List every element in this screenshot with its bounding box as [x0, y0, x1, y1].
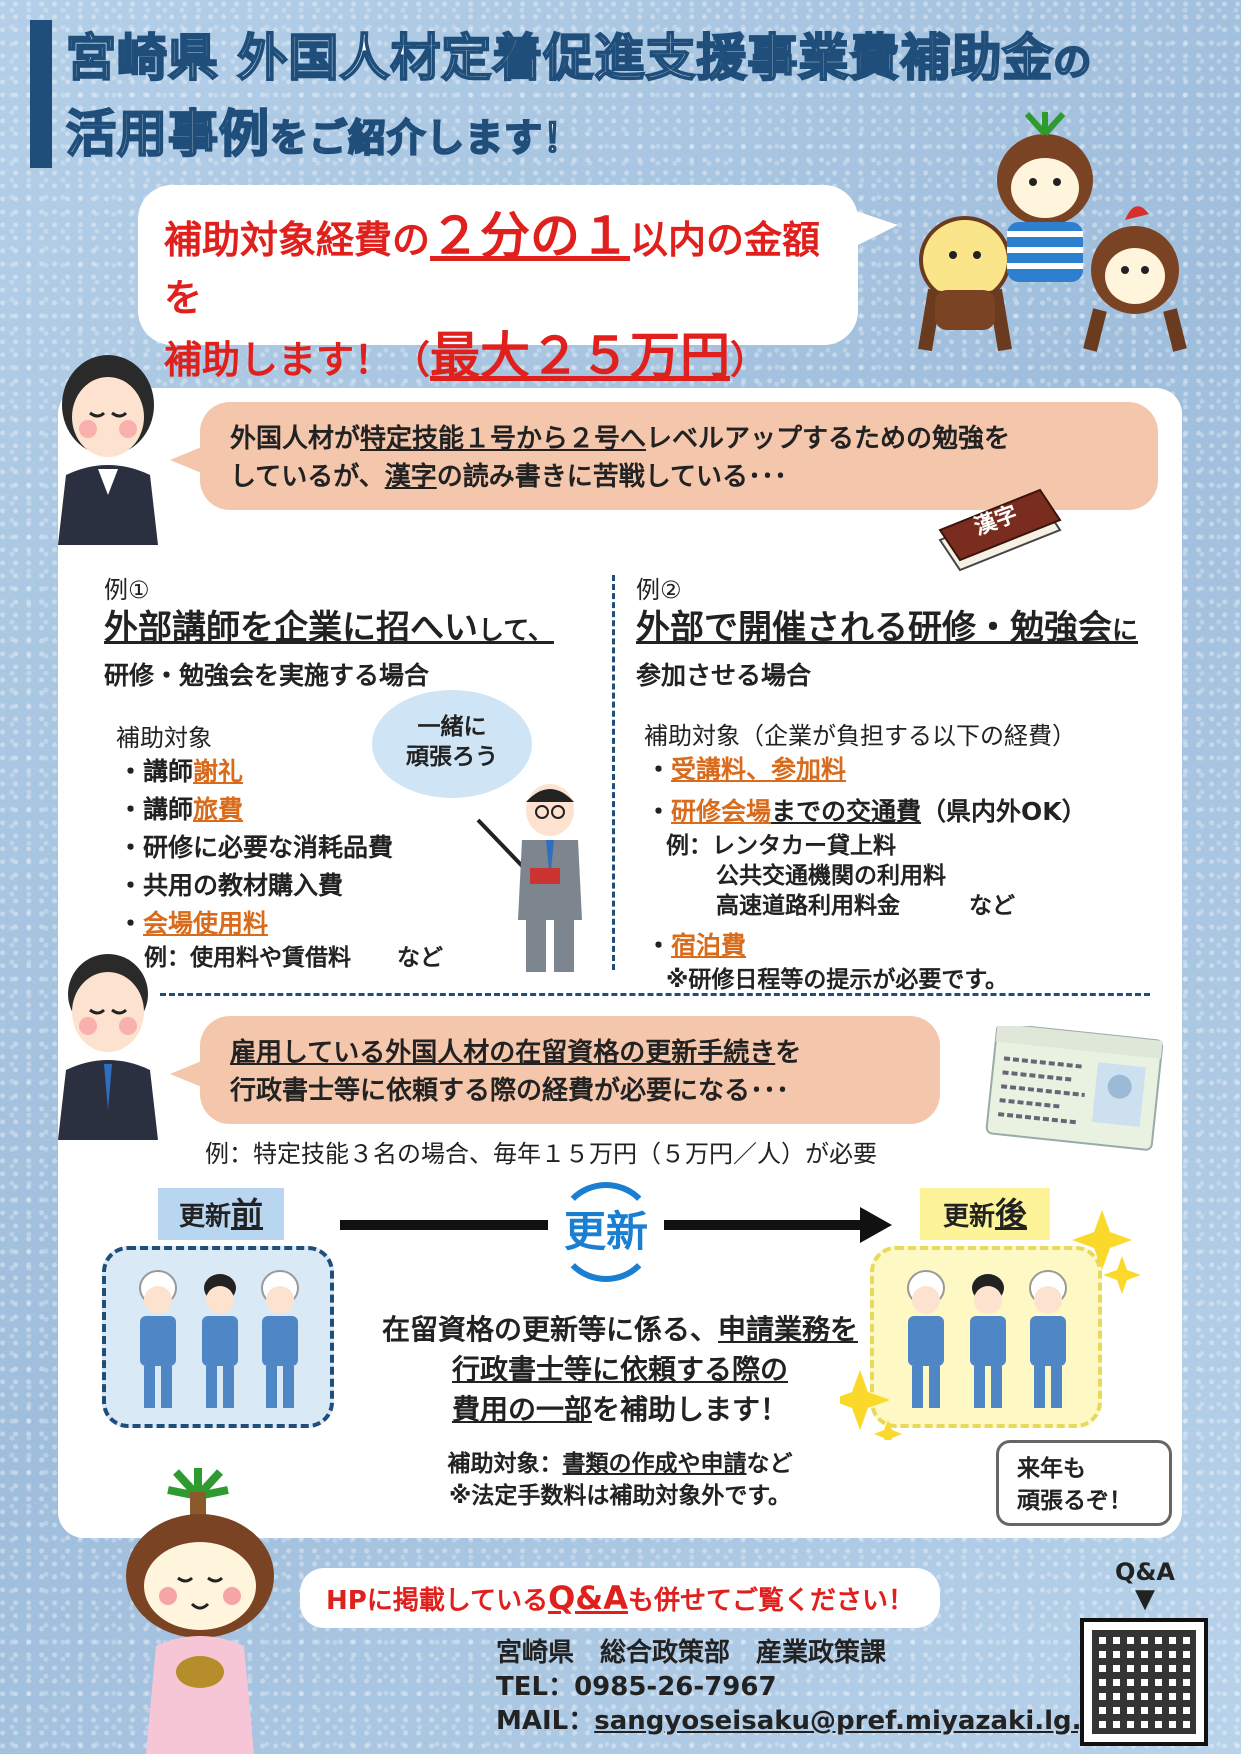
- example1-label: 例①: [104, 576, 150, 604]
- example-divider: [612, 575, 615, 970]
- list-item: ・共用の教材購入費: [118, 871, 344, 900]
- list-item: ・講師謝礼: [118, 757, 244, 786]
- list-item-note: ※研修日程等の提示が必要です。: [666, 967, 1009, 993]
- example2-subheading: 参加させる場合: [636, 661, 812, 690]
- mascot-left-icon: [918, 216, 1012, 352]
- example2-target-label: 補助対象（企業が負担する以下の経費）: [644, 722, 1076, 750]
- list-item-note: 高速道路利用料金 など: [716, 893, 1015, 919]
- list-item: ・受講料、参加料: [646, 755, 847, 784]
- example1-target-label: 補助対象: [116, 724, 212, 752]
- next-year-speech-bubble: 来年も 頑張るぞ！: [996, 1440, 1172, 1526]
- mail-line: MAIL：sangyoseisaku@pref.miyazaki.lg.jp: [496, 1706, 1110, 1736]
- renewal-description: 在留資格の更新等に係る、申請業務を 行政書士等に依頼する際の 費用の一部を補助し…: [381, 1313, 859, 1426]
- sparkle-icon: [840, 1210, 1140, 1440]
- worker-icon: [970, 1274, 1006, 1408]
- worker-icon: [139, 1270, 177, 1408]
- mascot-right-icon: [1083, 206, 1187, 352]
- mascot-center-icon: [997, 111, 1093, 282]
- department-name: 宮崎県 総合政策部 産業政策課: [496, 1638, 887, 1668]
- teacher-speech-bubble: 一緒に 頑張ろう: [372, 690, 532, 798]
- worker-icon: [202, 1274, 238, 1408]
- example2-items: ・受講料、参加料 ・研修会場までの交通費（県内外OK） 例：レンタカー貸上料 公…: [646, 751, 1176, 995]
- list-item: ・講師旅費: [118, 795, 244, 824]
- workers-before-box: [102, 1246, 334, 1428]
- workers-after-box: [870, 1246, 1102, 1428]
- mascot-bottom-icon: [126, 1468, 274, 1754]
- refresh-cycle-icon: [556, 1182, 656, 1282]
- list-item: ・研修会場までの交通費（県内外OK）: [646, 797, 1087, 826]
- renewal-badge: 更新: [548, 1182, 664, 1282]
- residence-card-icon: [985, 1026, 1164, 1151]
- section-divider: [160, 993, 1150, 996]
- kanji-book-icon: 漢字: [938, 488, 1062, 572]
- worried-man-icon: [58, 954, 158, 1140]
- example2-section: 例② 外部で開催される研修・勉強会に 参加させる場合 補助対象（企業が負担する以…: [636, 570, 1176, 995]
- after-renewal-tag: 更新後: [920, 1188, 1050, 1240]
- qa-label: Q&A ▼: [1112, 1558, 1178, 1612]
- list-item-note: 例：レンタカー貸上料: [666, 833, 896, 859]
- page-title: 宮崎県 外国人材定着促進支援事業費補助金の 活用事例をご紹介します！: [65, 28, 1093, 164]
- example1-note: 例：使用料や賃借料 など: [144, 945, 443, 971]
- before-renewal-tag: 更新前: [158, 1188, 284, 1240]
- arrow-head-icon: [860, 1207, 892, 1243]
- list-item: ・研修に必要な消耗品費: [118, 833, 394, 862]
- example1-section: 例① 外部講師を企業に招へいして、 研修・勉強会を実施する場合 補助対象 ・講師…: [104, 570, 604, 973]
- list-item: ・宿泊費: [646, 931, 747, 960]
- example1-items: ・講師謝礼 ・講師旅費 ・研修に必要な消耗品費 ・共用の教材購入費 ・会場使用料…: [118, 753, 604, 973]
- example1-subheading: 研修・勉強会を実施する場合: [104, 661, 430, 690]
- case2-example: 例：特定技能３名の場合、毎年１５万円（５万円／人）が必要: [205, 1140, 877, 1168]
- title-accent-bar: [30, 20, 52, 168]
- worker-icon: [1029, 1270, 1067, 1408]
- case1-speech-bubble: 外国人材が特定技能１号から２号へレベルアップするための勉強を しているが、漢字の…: [170, 402, 1158, 510]
- renewal-target-note: 補助対象：書類の作成や申請など ※法定手数料は補助対象外です。: [447, 1451, 793, 1509]
- qr-code[interactable]: [1080, 1618, 1208, 1746]
- list-item-note: 公共交通機関の利用料: [716, 863, 946, 889]
- arrow-down-icon: ▼: [1135, 1584, 1155, 1614]
- worker-icon: [261, 1270, 299, 1408]
- worker-icon: [907, 1270, 945, 1408]
- example2-label: 例②: [636, 576, 682, 604]
- teacher-icon: [476, 784, 582, 972]
- phone-number: TEL：0985-26-7967: [496, 1672, 777, 1702]
- email-link[interactable]: sangyoseisaku@pref.miyazaki.lg.jp: [594, 1706, 1110, 1736]
- contact-info: 宮崎県 総合政策部 産業政策課 TEL：0985-26-7967 MAIL：sa…: [496, 1636, 1109, 1738]
- example1-heading: 外部講師を企業に招へいして、: [104, 608, 554, 648]
- case2-speech-bubble: 雇用している外国人材の在留資格の更新手続きを 行政書士等に依頼する際の経費が必要…: [170, 1016, 940, 1124]
- subsidy-rate-bubble: 補助対象経費の２分の１以内の金額を 補助します！（最大２５万円）: [138, 185, 898, 385]
- worried-woman-icon: [58, 355, 158, 545]
- hp-qa-notice: HPに掲載しているQ&Aも併せてご覧ください！: [300, 1568, 940, 1628]
- list-item: ・会場使用料: [118, 909, 269, 938]
- mascot-group-illustration: [918, 111, 1187, 352]
- example2-heading: 外部で開催される研修・勉強会に: [636, 608, 1139, 648]
